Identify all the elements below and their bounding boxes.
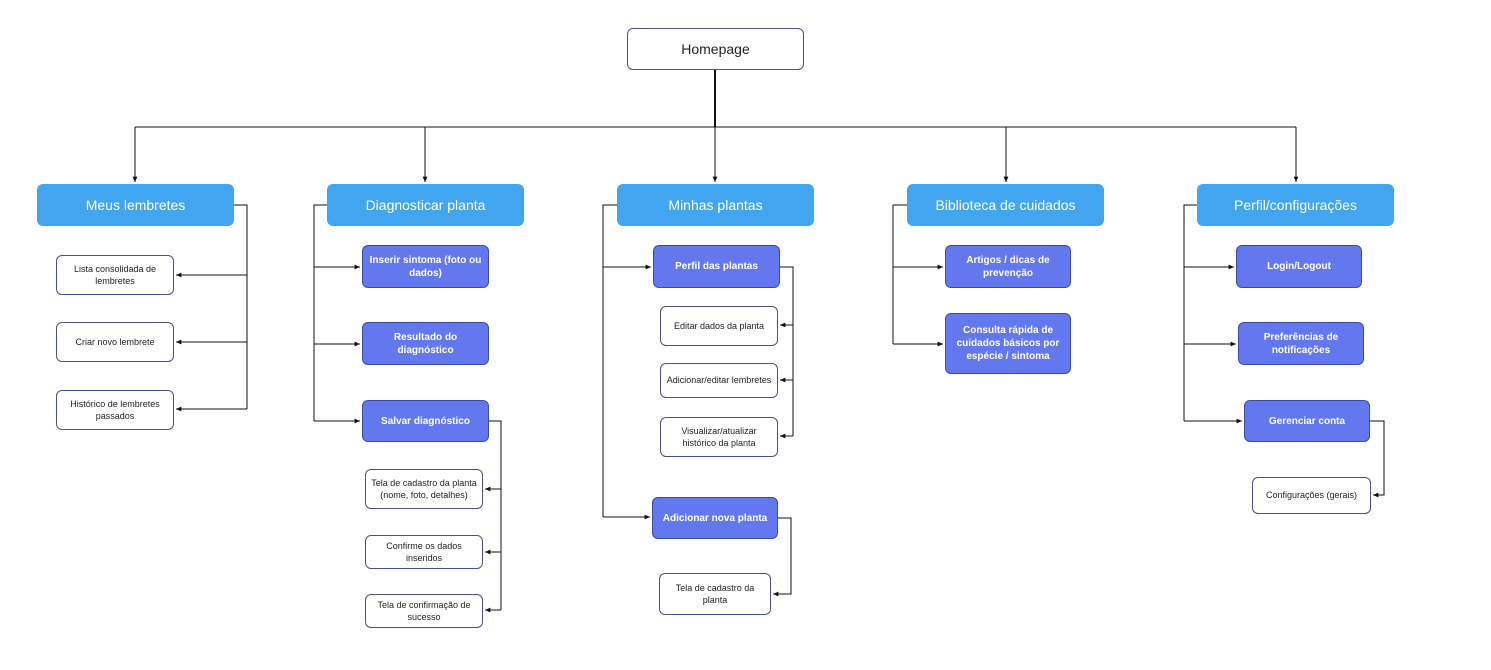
action-inserir-sintoma[interactable]: Inserir sintoma (foto ou dados) (362, 245, 489, 288)
category-minhas-plantas[interactable]: Minhas plantas (617, 184, 814, 226)
homepage-node[interactable]: Homepage (627, 28, 804, 70)
category-diagnosticar-planta[interactable]: Diagnosticar planta (327, 184, 524, 226)
leaf-criar-lembrete[interactable]: Criar novo lembrete (56, 322, 174, 362)
connector-biblioteca-spine (892, 204, 907, 344)
action-perfil-plantas[interactable]: Perfil das plantas (653, 245, 780, 288)
connector-diagnosticar-spine (313, 204, 327, 421)
action-salvar-diagnostico[interactable]: Salvar diagnóstico (362, 400, 489, 442)
action-adicionar-nova-planta[interactable]: Adicionar nova planta (652, 497, 778, 539)
action-artigos-dicas[interactable]: Artigos / dicas de prevenção (945, 245, 1071, 288)
category-meus-lembretes[interactable]: Meus lembretes (37, 184, 234, 226)
connector-lembretes-spine (234, 204, 248, 409)
connector-nova-planta-cadastro (773, 517, 792, 597)
leaf-tela-confirmacao-sucesso[interactable]: Tela de confirmação de sucesso (365, 594, 483, 628)
leaf-configuracoes-gerais[interactable]: Configurações (gerais) (1252, 477, 1371, 514)
action-login-logout[interactable]: Login/Logout (1236, 245, 1362, 288)
category-biblioteca-cuidados[interactable]: Biblioteca de cuidados (907, 184, 1104, 226)
connector-salvar-spine (489, 420, 502, 610)
leaf-adicionar-editar-lembretes[interactable]: Adicionar/editar lembretes (660, 363, 778, 398)
connector-gerenciar-configuracoes (1370, 420, 1385, 498)
leaf-confirme-dados[interactable]: Confirme os dados inseridos (365, 535, 483, 569)
action-gerenciar-conta[interactable]: Gerenciar conta (1244, 400, 1370, 442)
leaf-tela-cadastro-nova-planta[interactable]: Tela de cadastro da planta (659, 573, 771, 615)
connector-perfil-spine (780, 266, 794, 436)
action-resultado-diagnostico[interactable]: Resultado do diagnóstico (362, 322, 489, 365)
leaf-editar-dados-planta[interactable]: Editar dados da planta (660, 306, 778, 346)
connector-perfil-config-spine (1183, 204, 1197, 421)
category-perfil-configuracoes[interactable]: Perfil/configurações (1197, 184, 1394, 226)
leaf-tela-cadastro-planta[interactable]: Tela de cadastro da planta (nome, foto, … (365, 469, 483, 509)
action-preferencias-notificacoes[interactable]: Preferências de notificações (1238, 322, 1364, 365)
action-consulta-rapida[interactable]: Consulta rápida de cuidados básicos por … (945, 313, 1071, 374)
leaf-visualizar-historico[interactable]: Visualizar/atualizar histórico da planta (660, 417, 778, 457)
connector-plantas-spine (602, 204, 617, 517)
leaf-historico-lembretes[interactable]: Histórico de lembretes passados (56, 390, 174, 430)
leaf-lista-consolidada[interactable]: Lista consolidada de lembretes (56, 255, 174, 295)
